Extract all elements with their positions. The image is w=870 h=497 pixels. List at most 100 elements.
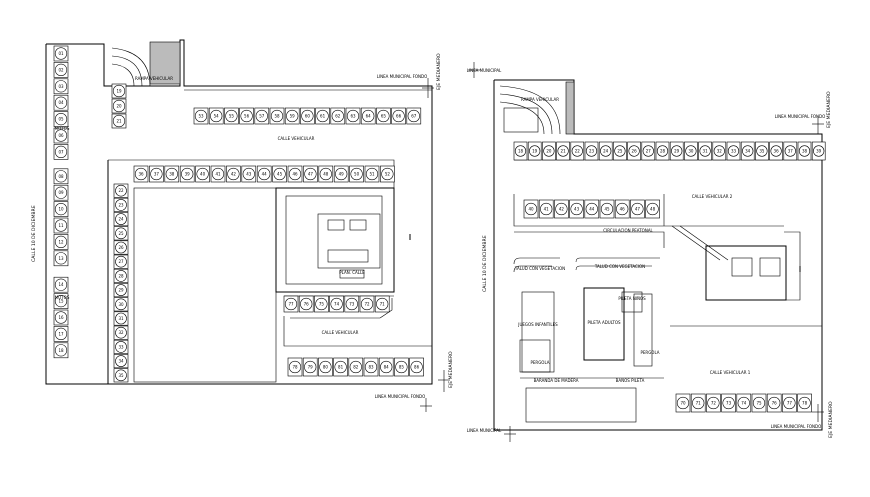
parking-number-circle bbox=[54, 129, 68, 142]
parking-number-circle bbox=[410, 360, 423, 374]
parking-space bbox=[284, 107, 300, 125]
parking-number-circle bbox=[557, 145, 569, 157]
parking-number-circle bbox=[54, 235, 68, 248]
parking-space bbox=[53, 127, 69, 144]
parking-number: 13 bbox=[58, 256, 64, 261]
right-linea-top: LINEA MUNICIPAL bbox=[467, 68, 502, 73]
parking-number-circle bbox=[227, 167, 240, 181]
left-ramp-label: RAMPA VEHICULAR bbox=[135, 76, 173, 81]
parking-number: 74 bbox=[741, 401, 747, 406]
parking-number: 45 bbox=[604, 207, 610, 212]
parking-number-circle bbox=[304, 167, 317, 181]
parking-number: 21 bbox=[116, 119, 122, 124]
parking-number: 86 bbox=[414, 365, 420, 370]
left-motos-1: MOTOS bbox=[55, 126, 70, 131]
parking-space bbox=[53, 342, 69, 359]
parking-number-circle bbox=[54, 203, 68, 216]
parking-space bbox=[272, 165, 287, 183]
parking-space bbox=[53, 184, 69, 201]
parking-space bbox=[113, 197, 129, 212]
parking-space bbox=[113, 325, 129, 340]
parking-number: 46 bbox=[292, 172, 298, 177]
parking-number: 78 bbox=[292, 365, 298, 370]
parking-number: 48 bbox=[323, 172, 329, 177]
parking-number: 44 bbox=[262, 172, 268, 177]
parking-space bbox=[298, 295, 314, 313]
parking-number: 81 bbox=[338, 365, 344, 370]
parking-number: 66 bbox=[396, 114, 402, 119]
parking-number: 46 bbox=[620, 207, 626, 212]
parking-number-circle bbox=[211, 167, 225, 181]
parking-number: 36 bbox=[138, 172, 144, 177]
parking-number: 58 bbox=[274, 114, 280, 119]
parking-number: 27 bbox=[118, 259, 124, 264]
parking-number: 06 bbox=[58, 133, 64, 138]
parking-space bbox=[224, 107, 239, 125]
parking-number: 35 bbox=[118, 373, 124, 378]
parking-number-circle bbox=[685, 145, 697, 157]
parking-number: 79 bbox=[308, 365, 314, 370]
right-core bbox=[705, 245, 787, 301]
parking-number-circle bbox=[115, 341, 127, 353]
parking-number-circle bbox=[676, 396, 690, 410]
parking-number: 52 bbox=[385, 172, 391, 177]
parking-number-circle bbox=[742, 145, 754, 157]
parking-number: 45 bbox=[277, 172, 283, 177]
parking-number-circle bbox=[376, 297, 389, 311]
parking-number: 38 bbox=[802, 149, 808, 154]
parking-number-circle bbox=[813, 145, 825, 157]
parking-space bbox=[329, 295, 344, 313]
parking-number-circle bbox=[381, 167, 394, 181]
right-eje-bottom: EJE MEDIANERO bbox=[828, 401, 834, 438]
parking-space bbox=[287, 165, 303, 183]
parking-number-circle bbox=[115, 312, 127, 325]
parking-space bbox=[269, 107, 285, 125]
parking-number: 42 bbox=[231, 172, 237, 177]
parking-number: 37 bbox=[788, 149, 794, 154]
parking-number-circle bbox=[304, 360, 317, 374]
parking-number: 23 bbox=[118, 202, 124, 207]
pileta-ninos bbox=[621, 291, 643, 313]
parking-space bbox=[333, 165, 349, 183]
parking-number: 17 bbox=[58, 331, 64, 336]
parking-number-circle bbox=[54, 186, 68, 199]
parking-number: 34 bbox=[745, 149, 751, 154]
parking-number-circle bbox=[316, 109, 329, 123]
parking-number: 85 bbox=[399, 365, 405, 370]
parking-number-circle bbox=[642, 145, 654, 157]
parking-space bbox=[53, 111, 69, 127]
parking-space bbox=[113, 283, 129, 298]
parking-number: 43 bbox=[246, 172, 252, 177]
parking-number: 42 bbox=[559, 207, 565, 212]
parking-number: 53 bbox=[198, 114, 204, 119]
right-linea-bottom: LINEA MUNICIPAL bbox=[467, 428, 502, 433]
parking-number-circle bbox=[631, 202, 644, 216]
parking-number: 20 bbox=[116, 104, 122, 109]
parking-number: 71 bbox=[696, 401, 702, 406]
parking-number: 33 bbox=[731, 149, 737, 154]
pergola-1: PERGOLA bbox=[530, 360, 549, 365]
parking-number: 21 bbox=[561, 149, 567, 154]
parking-space bbox=[406, 107, 422, 125]
parking-space bbox=[391, 107, 406, 125]
parking-space bbox=[113, 339, 129, 354]
parking-number-circle bbox=[54, 80, 68, 93]
parking-number-circle bbox=[570, 202, 583, 216]
parking-number-circle bbox=[377, 109, 390, 123]
parking-number: 12 bbox=[58, 239, 64, 244]
parking-number: 34 bbox=[118, 359, 124, 364]
parking-number-circle bbox=[671, 145, 683, 157]
parking-number: 35 bbox=[759, 149, 765, 154]
parking-number: 25 bbox=[118, 231, 124, 236]
parking-number-circle bbox=[798, 145, 811, 157]
left-linea-top: LINEA MUNICIPAL FONDO bbox=[377, 74, 428, 79]
parking-number: 20 bbox=[546, 149, 552, 154]
parking-number-circle bbox=[319, 360, 332, 374]
parking-number-circle bbox=[115, 326, 127, 339]
parking-number-circle bbox=[365, 167, 379, 181]
parking-space bbox=[113, 297, 129, 312]
parking-number-circle bbox=[529, 145, 541, 157]
parking-number: 60 bbox=[305, 114, 311, 119]
parking-space bbox=[226, 165, 241, 183]
parking-number: 23 bbox=[589, 149, 595, 154]
